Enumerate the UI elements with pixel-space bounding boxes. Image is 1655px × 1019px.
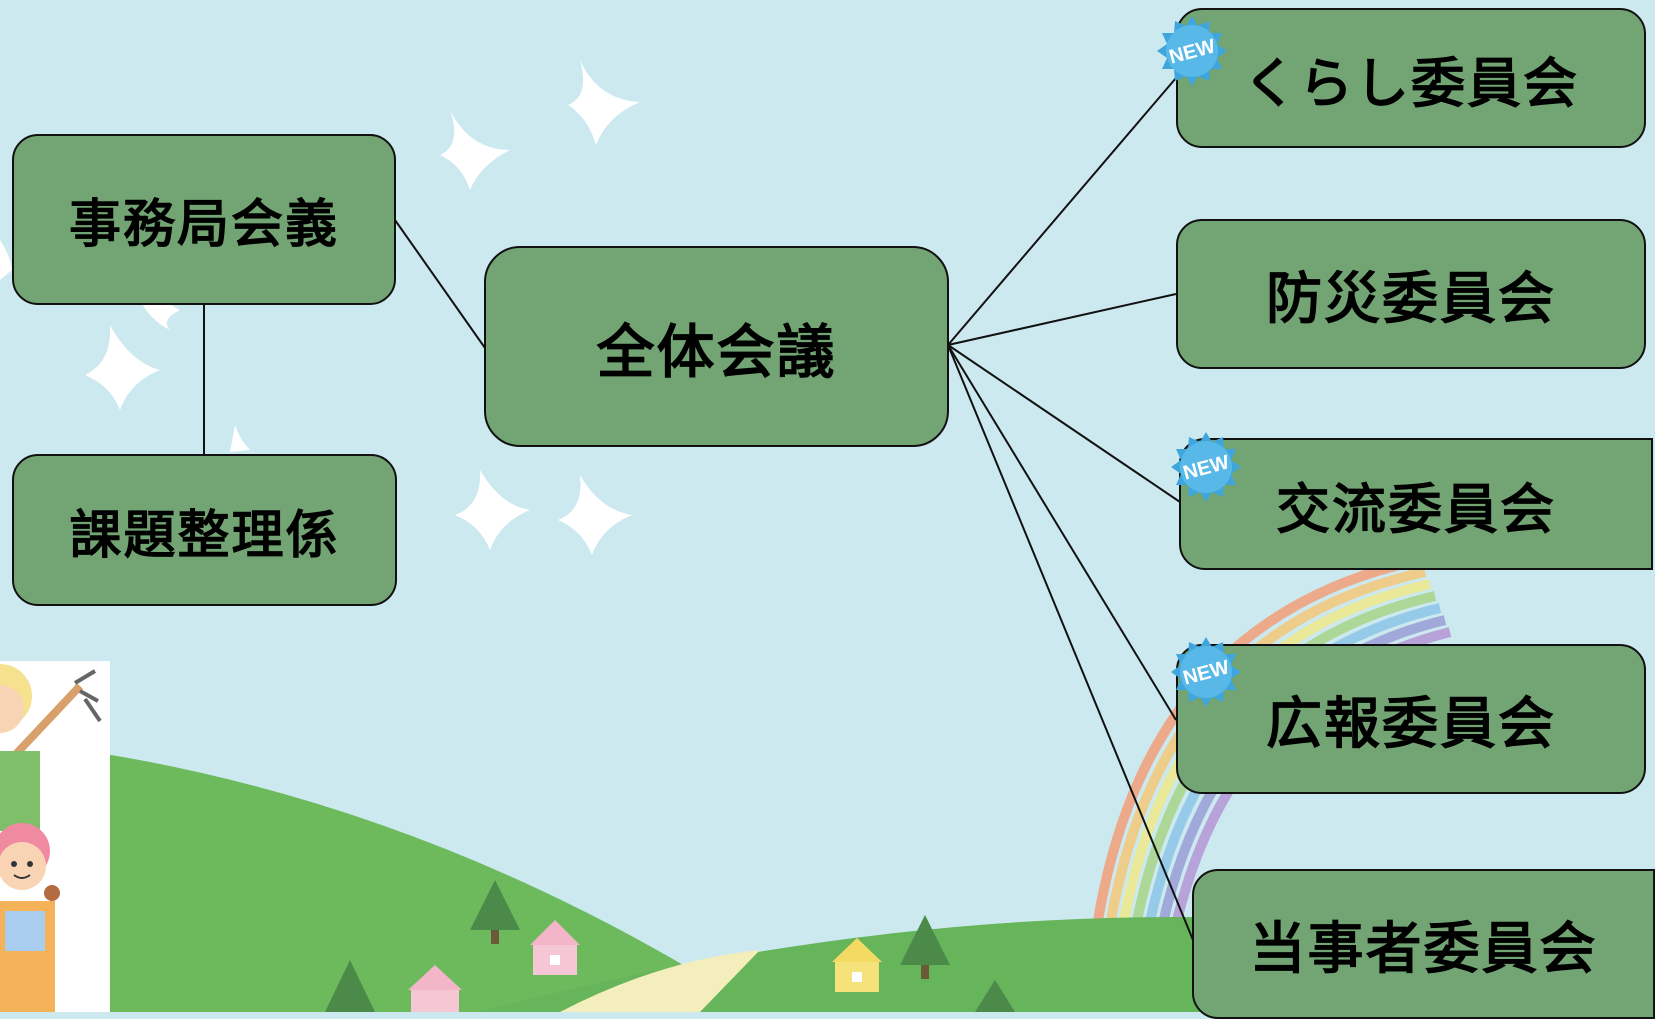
node-kurashi: くらし委員会 <box>1176 8 1646 148</box>
node-zentai: 全体会議 <box>484 246 949 447</box>
node-label: 課題整理係 <box>69 505 340 566</box>
node-label: 全体会議 <box>596 317 837 386</box>
node-label: 広報委員会 <box>1266 691 1556 757</box>
edge-zentai-kouhou <box>947 344 1177 721</box>
birds <box>0 60 640 555</box>
node-toujisha: 当事者委員会 <box>1192 869 1655 1019</box>
houses <box>408 920 882 1012</box>
node-label: 事務局会義 <box>68 195 339 255</box>
node-label: 防災委員会 <box>1266 266 1556 332</box>
node-kouhou: 広報委員会 <box>1176 644 1646 794</box>
edge-zentai-bousai <box>947 293 1177 346</box>
edge-jimukyoku-zentai <box>394 219 486 349</box>
new-badge-icon: NEW <box>1169 635 1243 709</box>
node-kadai: 課題整理係 <box>12 454 397 606</box>
new-badge-icon: NEW <box>1169 430 1243 504</box>
new-badge-icon: NEW <box>1155 14 1229 88</box>
edge-zentai-toujisha <box>947 344 1194 941</box>
edge-zentai-kurashi <box>947 77 1177 346</box>
trees <box>325 880 1015 1012</box>
node-label: くらし委員会 <box>1243 51 1579 115</box>
edge-zentai-kouryu <box>947 344 1181 503</box>
node-label: 当事者委員会 <box>1249 916 1598 982</box>
node-jimukyoku: 事務局会義 <box>12 134 396 305</box>
node-bousai: 防災委員会 <box>1176 219 1646 369</box>
node-label: 交流委員会 <box>1276 477 1556 541</box>
node-kouryu: 交流委員会 <box>1179 438 1653 570</box>
family-illustration <box>0 661 110 1012</box>
